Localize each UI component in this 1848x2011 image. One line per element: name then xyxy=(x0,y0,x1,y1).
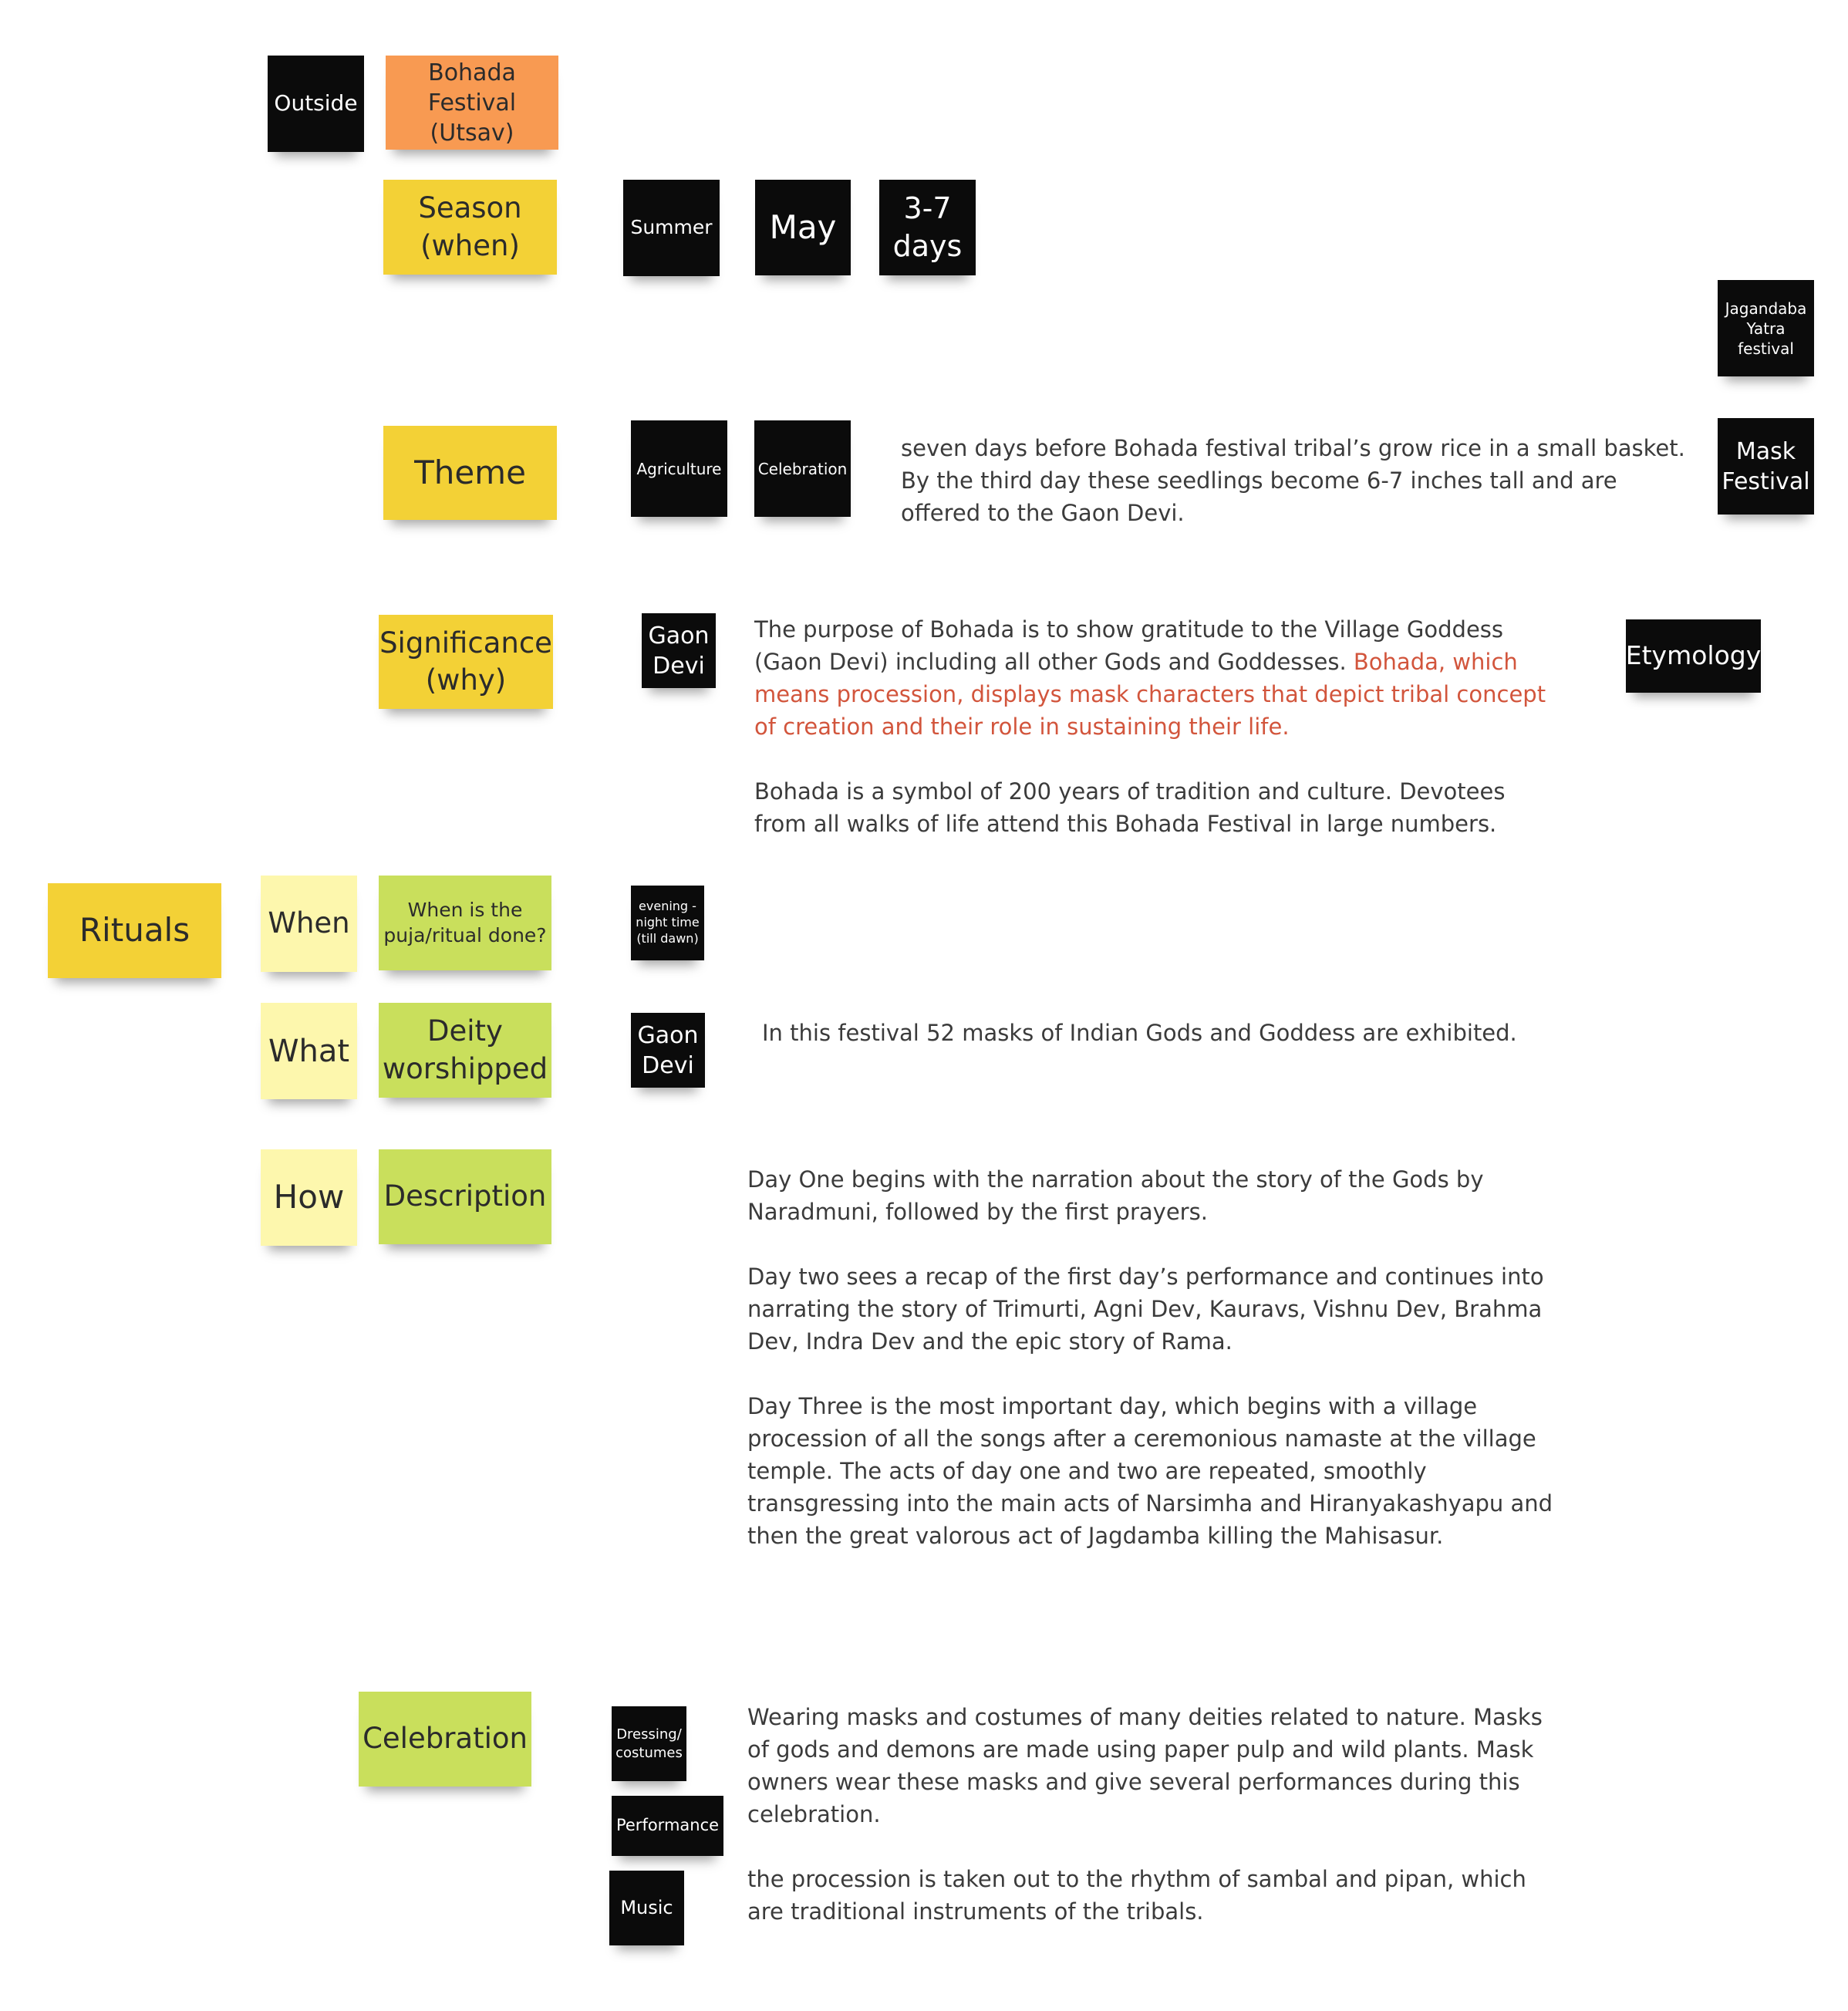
celebration-paragraph-1: Wearing masks and costumes of many deiti… xyxy=(747,1704,1543,1828)
evening-note[interactable]: evening - night time (till dawn) xyxy=(631,886,704,960)
description-paragraph-3: Day Three is the most important day, whi… xyxy=(747,1393,1553,1550)
music-label: Music xyxy=(620,1896,673,1918)
celebration-tag-label: Celebration xyxy=(757,459,848,478)
duration-label: 3-7 days xyxy=(892,191,963,263)
theme-note[interactable]: Theme xyxy=(383,426,557,520)
gaon-devi-note-2[interactable]: Gaon Devi xyxy=(631,1013,705,1088)
significance-note[interactable]: Significance (why) xyxy=(379,615,553,709)
etymology-label: Etymology xyxy=(1625,640,1762,671)
what-note[interactable]: What xyxy=(261,1003,357,1099)
may-label: May xyxy=(769,208,837,246)
when-question-note[interactable]: When is the puja/ritual done? xyxy=(379,876,551,970)
rituals-label: Rituals xyxy=(79,911,191,950)
description-note[interactable]: Description xyxy=(379,1149,551,1244)
what-label: What xyxy=(268,1033,350,1069)
theme-label: Theme xyxy=(414,453,526,491)
dressing-label: Dressing/ costumes xyxy=(615,1726,683,1761)
festival-name-label: Bohada Festival (Utsav) xyxy=(427,59,517,147)
music-note[interactable]: Music xyxy=(609,1871,684,1945)
gaon-devi-label-1: Gaon Devi xyxy=(648,622,710,680)
significance-paragraph-2: Bohada is a symbol of 200 years of tradi… xyxy=(754,778,1506,838)
rituals-note[interactable]: Rituals xyxy=(48,883,221,978)
mask-festival-label: Mask Festival xyxy=(1722,437,1810,495)
agriculture-label: Agriculture xyxy=(636,459,722,478)
significance-highlight: Bohada, which means procession, displays… xyxy=(754,649,1546,741)
when-label: When xyxy=(268,906,350,940)
season-label: Season (when) xyxy=(418,191,522,262)
mask-festival-note[interactable]: Mask Festival xyxy=(1718,418,1814,515)
summer-note[interactable]: Summer xyxy=(623,180,720,276)
when-note[interactable]: When xyxy=(261,876,357,972)
when-question-label: When is the puja/ritual done? xyxy=(383,899,547,946)
celebration-text: Wearing masks and costumes of many deiti… xyxy=(747,1701,1565,1928)
significance-paragraph-1: The purpose of Bohada is to show gratitu… xyxy=(754,616,1546,741)
description-paragraph-2: Day two sees a recap of the first day’s … xyxy=(747,1264,1544,1355)
significance-text: The purpose of Bohada is to show gratitu… xyxy=(754,613,1560,840)
etymology-note[interactable]: Etymology xyxy=(1626,619,1761,693)
duration-note[interactable]: 3-7 days xyxy=(879,180,976,275)
performance-note[interactable]: Performance xyxy=(612,1796,723,1856)
gaon-devi-note-1[interactable]: Gaon Devi xyxy=(642,613,716,688)
outside-label: Outside xyxy=(274,90,358,116)
celebration-label: Celebration xyxy=(363,1722,528,1756)
theme-text: seven days before Bohada festival tribal… xyxy=(901,435,1685,527)
how-note[interactable]: How xyxy=(261,1149,357,1246)
season-note[interactable]: Season (when) xyxy=(383,180,557,275)
celebration-note[interactable]: Celebration xyxy=(359,1692,531,1787)
summer-label: Summer xyxy=(630,216,713,239)
gaon-devi-label-2: Gaon Devi xyxy=(637,1021,699,1079)
description-text: Day One begins with the narration about … xyxy=(747,1163,1573,1552)
may-note[interactable]: May xyxy=(755,180,851,275)
jagandaba-note[interactable]: Jagandaba Yatra festival xyxy=(1718,280,1814,376)
significance-label: Significance (why) xyxy=(379,626,552,697)
deity-worshipped-label: Deity worshipped xyxy=(382,1014,548,1085)
celebration-paragraph-2: the procession is taken out to the rhyth… xyxy=(747,1866,1526,1925)
evening-label: evening - night time (till dawn) xyxy=(636,899,700,946)
celebration-tag-note[interactable]: Celebration xyxy=(754,420,851,517)
festival-name-note[interactable]: Bohada Festival (Utsav) xyxy=(386,56,558,150)
performance-label: Performance xyxy=(615,1816,720,1835)
how-label: How xyxy=(273,1178,345,1216)
outside-note[interactable]: Outside xyxy=(268,56,364,152)
deity-text: In this festival 52 masks of Indian Gods… xyxy=(762,1020,1517,1046)
deity-worshipped-note[interactable]: Deity worshipped xyxy=(379,1003,551,1098)
agriculture-note[interactable]: Agriculture xyxy=(631,420,727,517)
dressing-note[interactable]: Dressing/ costumes xyxy=(612,1706,686,1781)
description-paragraph-1: Day One begins with the narration about … xyxy=(747,1166,1484,1226)
description-label: Description xyxy=(383,1179,547,1213)
jagandaba-label: Jagandaba Yatra festival xyxy=(1725,299,1807,358)
